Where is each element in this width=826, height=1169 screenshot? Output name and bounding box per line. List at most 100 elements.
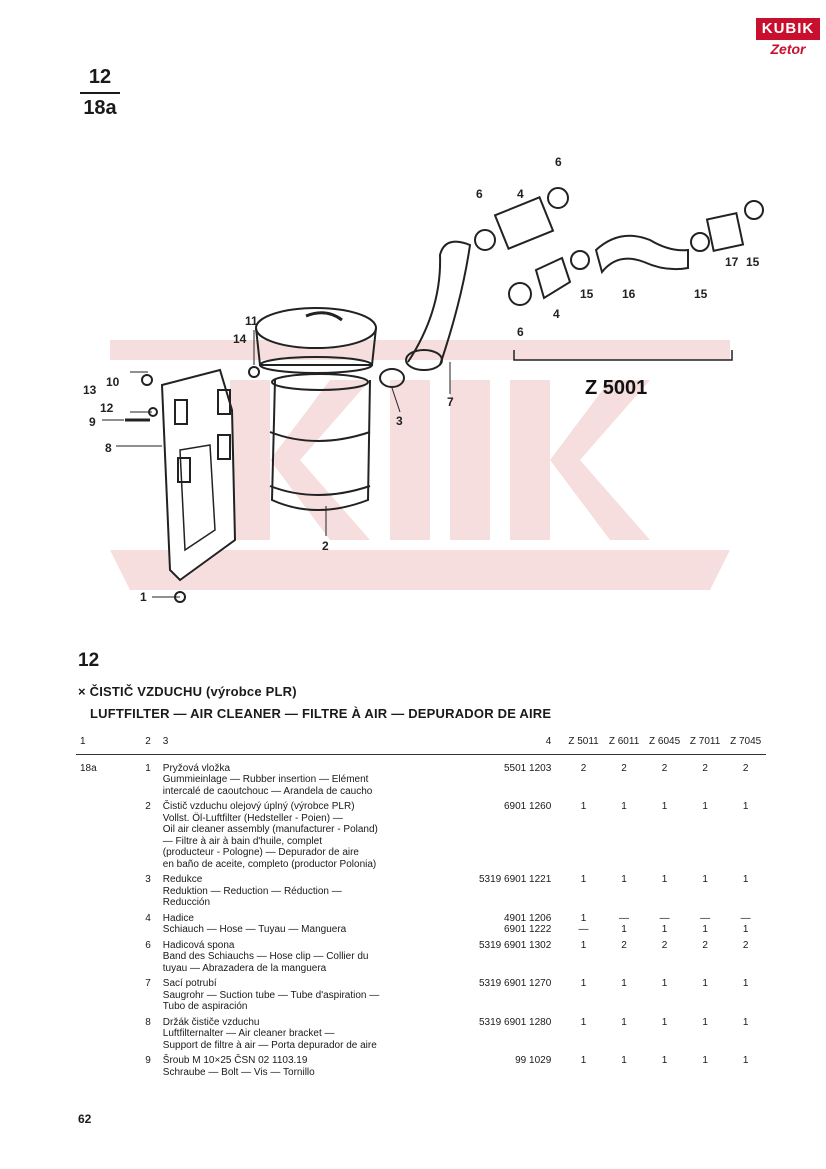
col-header-z6045: Z 6045 [644,736,685,755]
cell-quantity: 1 [644,1013,685,1052]
callout-6-lower: 6 [517,325,524,339]
callout-16: 16 [622,287,636,301]
logo-zetor: Zetor [770,41,806,57]
col-header-z7045: Z 7045 [725,736,766,755]
callout-10: 10 [106,375,120,389]
part-number-line: 5319 6901 1302 [478,939,552,951]
callout-4-upper: 4 [517,187,524,201]
cell-position: 4 [145,912,151,924]
callout-17: 17 [725,255,739,269]
col-header-fig: 1 [76,736,130,755]
section-number: 12 [78,650,100,671]
parts-table: 1 2 3 4 Z 5011 Z 6011 Z 6045 Z 7011 Z 70… [76,736,766,1078]
page-number: 62 [78,1112,92,1126]
cell-quantity: 1 [563,797,604,870]
cell-quantity: 1 [644,797,685,870]
cell-quantity: 2 [604,754,645,797]
cell-position: 8 [145,1016,151,1028]
cell-quantity: 1 [725,797,766,870]
cell-part-number: 5319 6901 1280 [457,1013,563,1052]
quantity-value: 2 [742,939,749,951]
cell-quantity: 2 [644,754,685,797]
callout-3: 3 [396,414,403,428]
quantity-value: 2 [661,762,668,774]
callout-15-left: 15 [580,287,594,301]
description-line: Oil air cleaner assembly (manufacturer -… [162,824,378,835]
quantity-value: 1 [661,801,668,812]
description-line: Čistič vzduchu olejový úplný (výrobce PL… [162,801,355,812]
cell-figure [76,1051,129,1078]
col-header-z7011: Z 7011 [684,736,726,755]
quantity-value: 1 [702,978,708,989]
callout-15-mid: 15 [694,287,708,301]
col-header-z6011: Z 6011 [603,736,645,755]
cell-part-number: 5319 6901 1221 [457,870,563,909]
cell-quantity: —1 [725,909,766,936]
col-header-desc: 3 [162,736,458,755]
description-line: Band des Schiauchs — Hose clip — Collier… [162,951,369,962]
cell-quantity: —1 [685,909,726,936]
bracket-part [160,368,237,582]
callout-11: 11 [245,314,258,328]
cell-quantity: 1 [604,1051,645,1078]
cell-position: 1 [145,762,151,774]
part-number-line: 5319 6901 1270 [478,978,552,989]
quantity-value: 2 [580,762,587,774]
watermark [110,340,730,590]
description-line: Reduktion — Reduction — Réduction — [162,885,342,897]
quantity-value: 1 [742,801,749,812]
cell-quantity: 1 [644,1051,685,1078]
cell-part-number: 5319 6901 1302 [457,936,563,975]
description-line: Gummieinlage — Rubber insertion — Elémen… [162,774,369,785]
quantity-value: 1 [621,801,627,812]
cell-figure [76,870,129,909]
description-line: Hadice [162,912,194,924]
quantity-value: 1 [621,1055,627,1066]
cell-position: 2 [145,801,151,812]
callout-9: 9 [89,415,96,429]
quantity-value: 1 [621,924,627,935]
quantity-value: 1 [661,924,668,935]
quantity-value: 1 [742,874,749,885]
description-line: — Filtre à air à bain d'huile, complet [162,835,322,847]
col-header-code: 4 [457,736,564,755]
quantity-value: 1 [621,1016,627,1028]
cell-position: 7 [145,978,151,989]
quantity-value: 1 [702,1016,708,1028]
quantity-value: — [659,912,670,924]
quantity-value: 1 [702,874,708,885]
air-cleaner-diagram: 10 13 12 9 8 1 11 14 2 3 7 6 4 6 6 4 15 … [83,155,764,604]
quantity-value: — [578,924,589,935]
quantity-value: 1 [580,978,587,989]
cell-quantity: 1 [685,1013,726,1052]
callout-13: 13 [83,383,97,397]
quantity-value: 1 [702,801,708,812]
cell-quantity: 1 [604,1013,645,1052]
part-number-line: 6901 1222 [504,924,552,935]
quantity-value: 1 [742,924,749,935]
cell-figure [76,936,129,975]
section-title-multilingual: LUFTFILTER — AIR CLEANER — FILTRE À AIR … [90,706,552,721]
quantity-value: — [700,912,711,924]
kubik-zetor-logo: KUBIK Zetor [756,18,820,58]
description-line: Sací potrubí [162,978,217,989]
callout-2: 2 [322,539,329,553]
description-line: Schraube — Bolt — Vis — Tornillo [162,1066,315,1078]
description-line: Reducción [162,897,211,908]
quantity-value: 1 [661,978,668,989]
cell-quantity: 1 [563,936,604,975]
quantity-value: 1 [742,1016,749,1028]
description-line: Držák čističe vzduchu [162,1016,260,1028]
cell-quantity: 1 [685,1051,726,1078]
cell-quantity: 1 [725,870,766,909]
part-number-line: 4901 1206 [504,912,552,924]
fraction-bottom: 18a [83,97,117,119]
quantity-value: 1 [580,801,587,812]
quantity-value: 1 [702,1055,708,1066]
